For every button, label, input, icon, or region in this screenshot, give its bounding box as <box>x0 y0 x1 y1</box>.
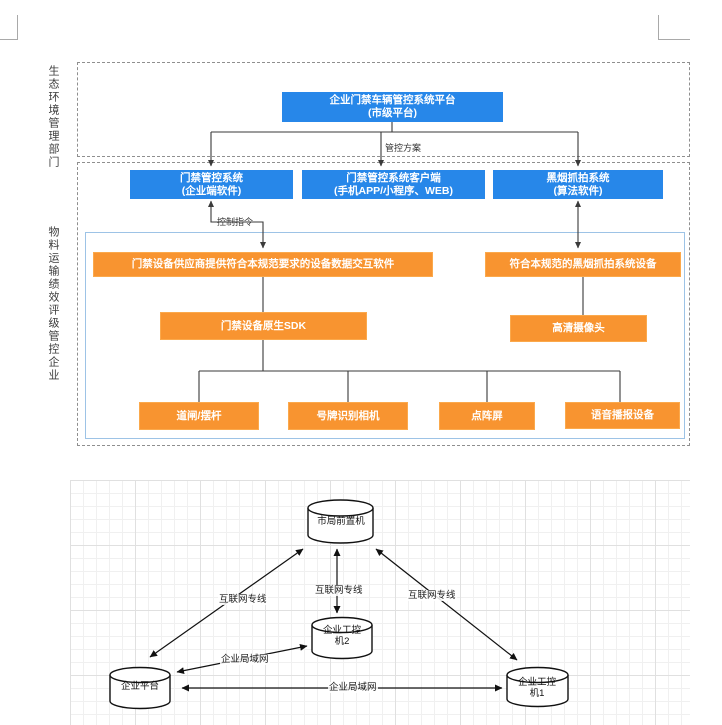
node-voice-broadcast-device-label: 语音播报设备 <box>591 409 654 421</box>
node-access-control-line1: 门禁管控系统 <box>180 171 243 184</box>
node-voice-broadcast-device: 语音播报设备 <box>565 402 680 429</box>
node-access-control-line2: (企业端软件) <box>181 184 242 197</box>
page-margin-mark-left <box>0 15 18 40</box>
node-city-platform-line2: (市级平台) <box>368 107 417 119</box>
node-native-sdk-label: 门禁设备原生SDK <box>220 319 307 332</box>
node-hd-camera-label: 高清摄像头 <box>552 322 605 334</box>
label-enterprise-ipc2: 企业工控机2 <box>322 625 361 647</box>
node-smoke-capture-device-label: 符合本规范的黑烟抓拍系统设备 <box>509 258 657 270</box>
node-hd-camera: 高清摄像头 <box>510 315 647 342</box>
edge-label-lan-diagonal: 企业局域网 <box>220 654 270 665</box>
node-city-platform-line1: 企业门禁车辆管控系统平台 <box>329 94 456 106</box>
node-barrier-gate-label: 道闸/摆杆 <box>176 409 222 422</box>
node-smoke-capture-line2: (算法软件) <box>553 184 603 197</box>
section-label-eco-env-dept: 生态环境管理部门 <box>47 65 59 169</box>
node-plate-recognition-camera: 号牌识别相机 <box>288 402 408 430</box>
node-access-control-system: 门禁管控系统 (企业端软件) <box>130 170 293 199</box>
node-vendor-interact-software: 门禁设备供应商提供符合本规范要求的设备数据交互软件 <box>93 252 433 277</box>
label-enterprise-platform: 企业平台 <box>120 681 159 692</box>
edge-label-control-plan: 管控方案 <box>385 143 422 153</box>
node-client-apps: 门禁管控系统客户端 (手机APP/小程序、WEB) <box>302 170 485 199</box>
edge-label-internet-line-mid: 互联网专线 <box>314 585 364 596</box>
section-label-transport-enterprise: 物料运输绩效评级管控企业 <box>47 226 59 382</box>
section-frame-government <box>77 62 690 157</box>
node-smoke-capture-line1: 黑烟抓拍系统 <box>546 171 610 184</box>
page-margin-mark-right <box>658 15 690 40</box>
node-vendor-interact-software-label: 门禁设备供应商提供符合本规范要求的设备数据交互软件 <box>131 258 395 270</box>
node-dot-matrix-screen-label: 点阵屏 <box>471 409 503 422</box>
edge-label-lan-horizontal: 企业局域网 <box>328 682 378 693</box>
edge-label-internet-line-left: 互联网专线 <box>218 594 268 605</box>
node-client-apps-line2: (手机APP/小程序、WEB) <box>334 184 453 197</box>
label-city-bureau-frontend: 市局前置机 <box>317 516 365 527</box>
node-client-apps-line1: 门禁管控系统客户端 <box>346 171 441 184</box>
node-city-platform: 企业门禁车辆管控系统平台 (市级平台) <box>282 92 503 122</box>
label-enterprise-ipc1: 企业工控机1 <box>517 677 556 699</box>
node-native-sdk: 门禁设备原生SDK <box>160 312 367 340</box>
node-barrier-gate: 道闸/摆杆 <box>139 402 259 430</box>
node-dot-matrix-screen: 点阵屏 <box>439 402 535 430</box>
device-container-frame <box>85 232 685 439</box>
node-plate-recognition-camera-label: 号牌识别相机 <box>316 409 380 422</box>
edge-label-internet-line-right: 互联网专线 <box>407 590 457 601</box>
node-smoke-capture-system: 黑烟抓拍系统 (算法软件) <box>493 170 663 199</box>
edge-label-control-command: 控制指令 <box>217 217 254 227</box>
node-smoke-capture-device: 符合本规范的黑烟抓拍系统设备 <box>485 252 681 277</box>
